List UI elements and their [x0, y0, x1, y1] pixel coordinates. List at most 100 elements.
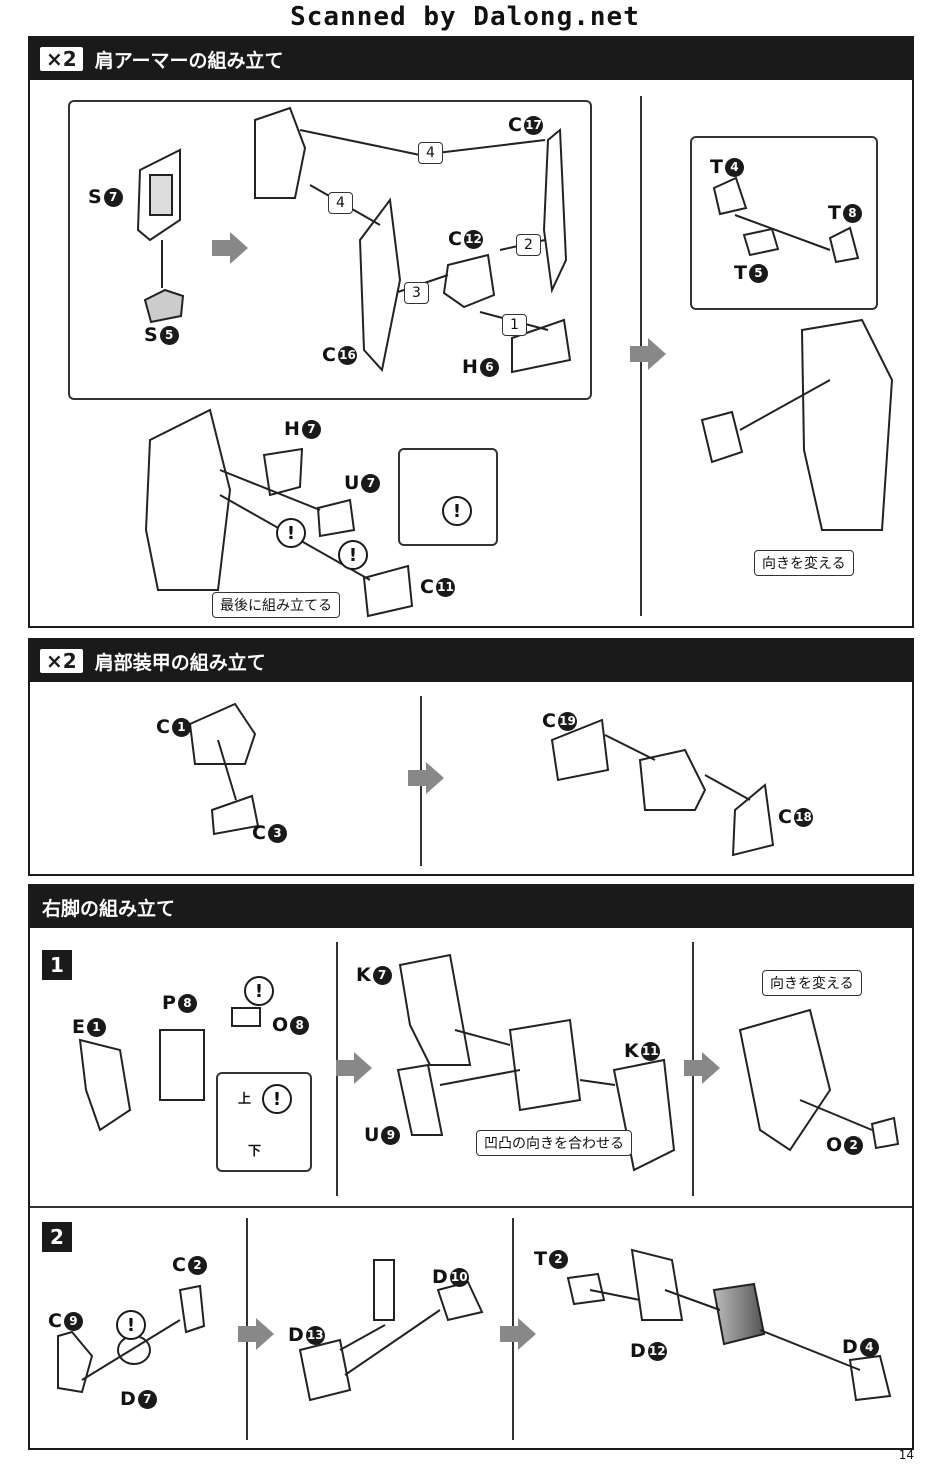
part-t5-shape [742, 227, 780, 257]
detail-callout-box [690, 136, 878, 310]
step-marker: 3 [404, 282, 429, 304]
orientation-down-label: 下 [248, 1144, 262, 1159]
process-arrow-icon [408, 762, 444, 794]
assembly-line [739, 379, 831, 431]
note-align: 凹凸の向きを合わせる [476, 1130, 632, 1156]
part-c3-shape [210, 794, 260, 836]
note-rotate: 向きを変える [762, 970, 862, 996]
part-mid-joint-shape [373, 1259, 395, 1321]
assembly-line [579, 1079, 616, 1086]
section-title: 右脚の組み立て [42, 897, 176, 920]
part-center-shape [638, 748, 707, 811]
orientation-callout [216, 1072, 312, 1172]
part-d12-shape [630, 1248, 684, 1321]
note-assemble-last: 最後に組み立てる [212, 592, 340, 618]
assembly-line [759, 1329, 861, 1371]
step-divider [30, 1206, 912, 1208]
part-joint-shape [700, 410, 744, 464]
assembly-line [299, 129, 421, 156]
section-header: ×2 肩部装甲の組み立て [30, 640, 912, 682]
assembly-line [734, 214, 831, 251]
caution-icon: ! [262, 1084, 292, 1114]
part-u7-shape [316, 498, 356, 538]
part-c17-shape [542, 127, 568, 294]
part-u9-shape [396, 1063, 444, 1136]
assembly-line [344, 1309, 441, 1376]
part-c19-shape [550, 718, 610, 782]
process-arrow-icon [684, 1052, 720, 1084]
note-rotate: 向きを変える [754, 550, 854, 576]
section-shoulder-plate: ×2 肩部装甲の組み立て [28, 638, 914, 876]
assembly-line [219, 469, 321, 511]
section-right-leg: 右脚の組み立て 1 2 [28, 884, 914, 1450]
step-marker: 2 [516, 234, 541, 256]
part-t4-shape [712, 176, 748, 216]
process-arrow-icon [336, 1052, 372, 1084]
assembly-line [439, 1069, 521, 1086]
step-marker: 4 [418, 142, 443, 164]
process-arrow-icon [500, 1318, 536, 1350]
caution-icon: ! [338, 540, 368, 570]
detail-callout-box [398, 448, 498, 546]
assembly-line [799, 1099, 873, 1131]
assembly-line [339, 1324, 386, 1351]
part-assembly-shape [254, 106, 307, 199]
section-header: 右脚の組み立て [30, 886, 912, 928]
step-marker: 1 [502, 314, 527, 336]
assembly-line [217, 739, 237, 801]
section-title: 肩アーマーの組み立て [94, 49, 284, 72]
multiplier-badge: ×2 [40, 47, 83, 71]
part-c12-shape [442, 253, 496, 309]
caution-icon: ! [244, 976, 274, 1006]
part-t2-shape [566, 1272, 606, 1306]
process-arrow-icon [212, 232, 248, 264]
part-c1-shape [188, 702, 257, 765]
part-leg-shell-shape [738, 1008, 832, 1152]
page-number: 14 [898, 1448, 914, 1462]
part-s7-detail [149, 174, 173, 216]
step-number: 2 [42, 1222, 72, 1252]
part-c18-shape [731, 783, 775, 857]
step-number: 1 [42, 950, 72, 980]
scan-watermark: Scanned by Dalong.net [290, 2, 640, 32]
process-arrow-icon [238, 1318, 274, 1350]
part-c16-shape [358, 197, 402, 373]
section-header: ×2 肩アーマーの組み立て [30, 38, 912, 80]
part-e1-shape [78, 1038, 132, 1132]
part-o8-shape [231, 1007, 261, 1027]
part-c9-shape [57, 1330, 94, 1394]
part-shoulder-shape [144, 408, 232, 591]
part-armor-shape [800, 318, 894, 531]
part-k7-shape [398, 953, 472, 1066]
assembly-line [81, 1319, 181, 1381]
part-s5-shape [143, 288, 185, 324]
process-arrow-icon [630, 338, 666, 370]
detail-callout-box [68, 100, 592, 400]
caution-icon: ! [442, 496, 472, 526]
caution-icon: ! [276, 518, 306, 548]
part-p8-shape [159, 1029, 205, 1101]
assembly-line [604, 734, 656, 761]
